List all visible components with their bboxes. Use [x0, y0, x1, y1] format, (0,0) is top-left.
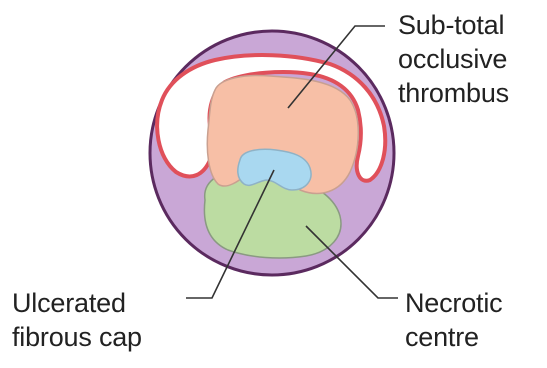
thrombus-label-line-1: Sub-total — [398, 8, 509, 42]
fibrous-cap-label-line-1: Ulcerated — [12, 286, 142, 320]
necrotic-centre-label-line-1: Necrotic — [405, 286, 502, 320]
necrotic-centre-label: Necrotic centre — [405, 286, 502, 354]
fibrous-cap-label-line-2: fibrous cap — [12, 320, 142, 354]
necrotic-centre-label-line-2: centre — [405, 320, 502, 354]
thrombus-label-line-3: thrombus — [398, 76, 509, 110]
thrombus-label: Sub-total occlusive thrombus — [398, 8, 509, 110]
thrombus-label-line-2: occlusive — [398, 42, 509, 76]
fibrous-cap-label: Ulcerated fibrous cap — [12, 286, 142, 354]
